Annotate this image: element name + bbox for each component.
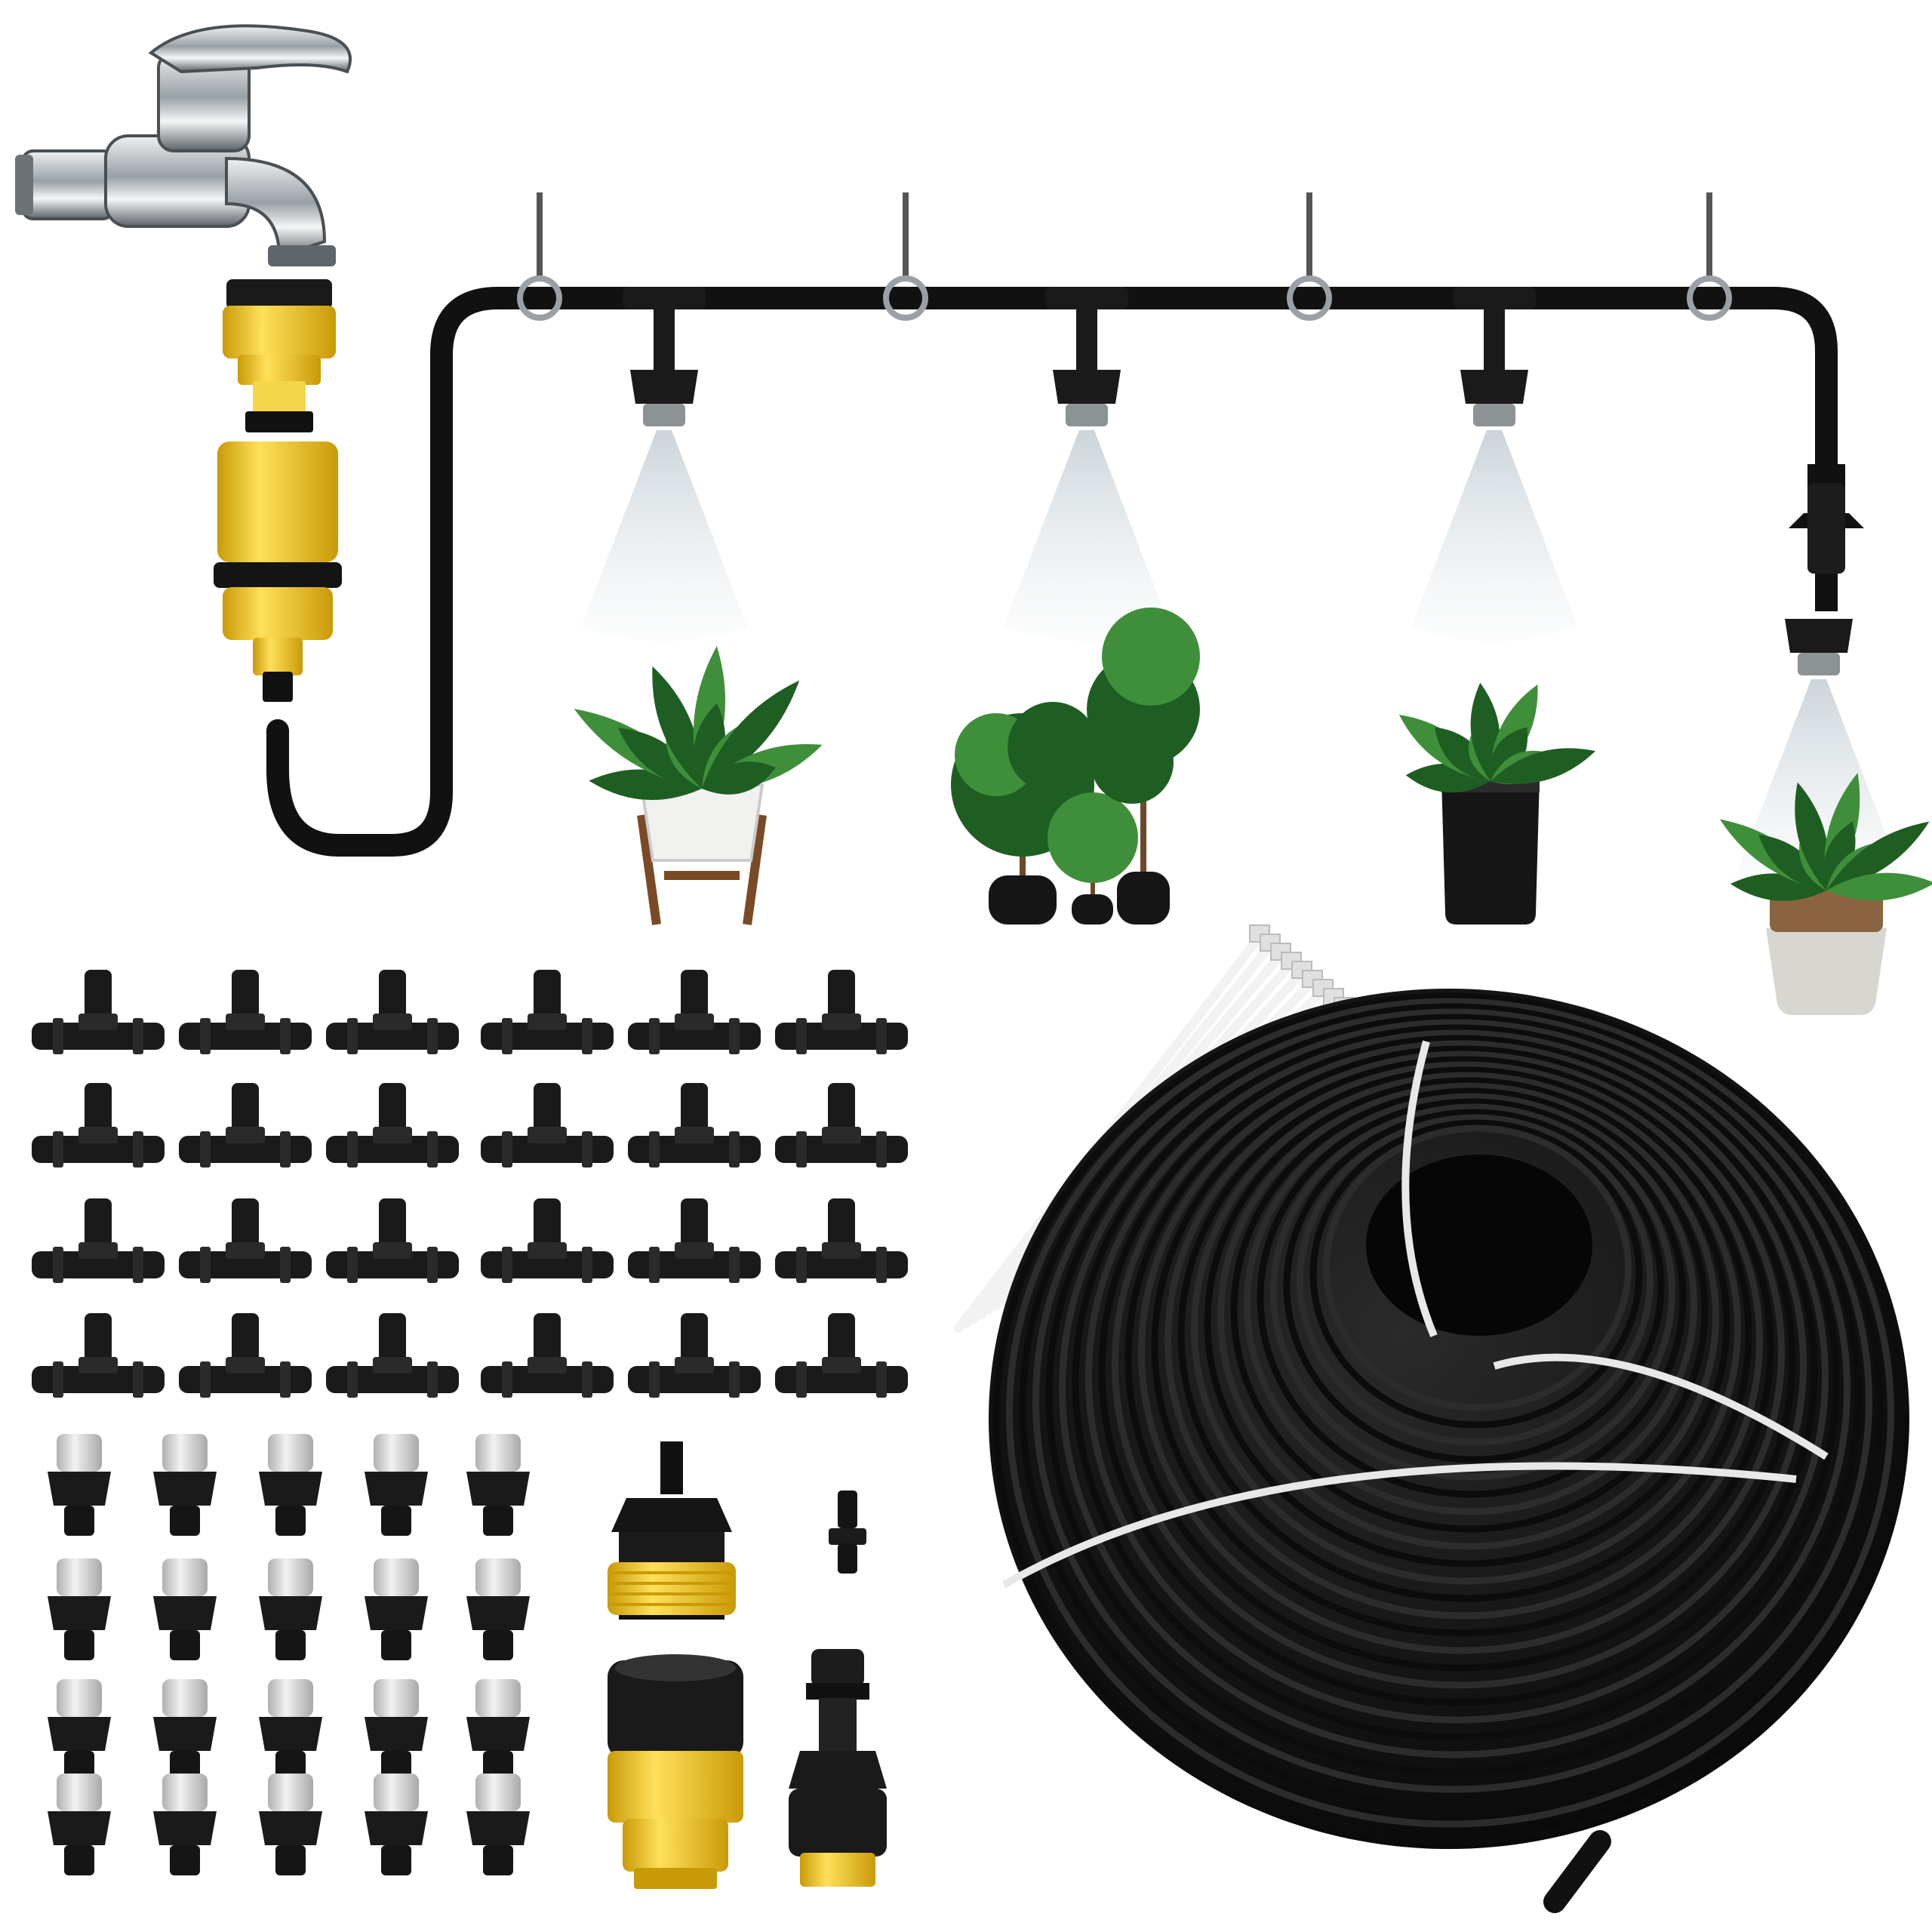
faucet xyxy=(15,24,352,266)
tee-fitting xyxy=(32,1198,165,1283)
tee-fitting xyxy=(628,1313,761,1398)
quick-connector-yellow xyxy=(214,441,342,702)
mist-nozzle xyxy=(466,1434,530,1536)
tee-fitting xyxy=(326,1198,459,1283)
spray-head xyxy=(1411,287,1577,641)
mist-spray xyxy=(581,430,747,641)
spray-head xyxy=(1736,619,1902,891)
tee-fitting xyxy=(179,1198,312,1283)
mist-nozzles-grid xyxy=(48,1434,530,1875)
tee-fitting xyxy=(32,1083,165,1168)
mist-nozzle xyxy=(466,1558,530,1660)
plant-2-topiary-group xyxy=(951,608,1200,924)
mist-nozzle xyxy=(259,1774,322,1875)
spray-head xyxy=(1004,287,1170,641)
mist-nozzle xyxy=(153,1774,217,1875)
tee-fitting xyxy=(775,1313,908,1398)
threaded-adapter-yellow xyxy=(608,1441,736,1620)
mist-nozzle xyxy=(365,1558,428,1660)
mist-nozzle xyxy=(466,1679,530,1781)
plant-1-floor-stand xyxy=(574,646,823,925)
tee-fitting xyxy=(179,970,312,1054)
hanging-hooks xyxy=(517,192,1732,321)
barbed-coupling xyxy=(829,1491,866,1574)
mist-spray xyxy=(1411,430,1577,641)
mist-spray xyxy=(1736,679,1902,891)
tee-fitting xyxy=(32,970,165,1054)
spray-heads xyxy=(581,287,1902,891)
mist-nozzle xyxy=(259,1558,322,1660)
tee-fitting xyxy=(775,1198,908,1283)
mist-nozzle xyxy=(153,1558,217,1660)
mist-nozzle xyxy=(365,1774,428,1875)
tap-connector-yellow xyxy=(223,279,336,432)
plant-3-black-pot xyxy=(1398,682,1596,924)
tee-fitting xyxy=(179,1313,312,1398)
tee-fitting xyxy=(628,1083,761,1168)
mist-nozzle xyxy=(466,1774,530,1875)
tee-fitting xyxy=(775,970,908,1054)
tee-fitting xyxy=(481,970,614,1054)
tee-fitting xyxy=(775,1083,908,1168)
mist-nozzle xyxy=(153,1679,217,1781)
mist-nozzle xyxy=(259,1434,322,1536)
tee-fitting xyxy=(481,1083,614,1168)
mist-nozzle xyxy=(48,1679,111,1781)
mist-nozzle xyxy=(48,1434,111,1536)
mist-nozzle xyxy=(365,1434,428,1536)
tubing-coil xyxy=(989,989,1909,1913)
mist-nozzle xyxy=(365,1679,428,1781)
tap-adapter-black xyxy=(789,1649,887,1887)
end-plug-connector xyxy=(1789,464,1864,611)
mist-nozzle xyxy=(259,1679,322,1781)
supply-tube xyxy=(266,287,1838,857)
spray-head xyxy=(581,287,747,641)
hose-quick-connector xyxy=(608,1654,743,1889)
mist-nozzle xyxy=(153,1434,217,1536)
mist-nozzle xyxy=(48,1774,111,1875)
tee-fitting xyxy=(628,1198,761,1283)
tee-fitting xyxy=(326,1313,459,1398)
mist-nozzle xyxy=(48,1558,111,1660)
plant-4-stone-pot xyxy=(1719,772,1932,1015)
tee-fitting xyxy=(326,970,459,1054)
tee-fitting xyxy=(32,1313,165,1398)
mist-spray xyxy=(1004,430,1170,641)
hanging-hook xyxy=(1287,192,1332,321)
tee-fitting xyxy=(326,1083,459,1168)
hanging-hook xyxy=(517,192,562,321)
tee-fitting xyxy=(179,1083,312,1168)
tee-fitting xyxy=(481,1313,614,1398)
hanging-hook xyxy=(1687,192,1732,321)
tee-fittings-grid xyxy=(32,970,908,1398)
tee-fitting xyxy=(481,1198,614,1283)
hanging-hook xyxy=(883,192,928,321)
tee-fitting xyxy=(628,970,761,1054)
